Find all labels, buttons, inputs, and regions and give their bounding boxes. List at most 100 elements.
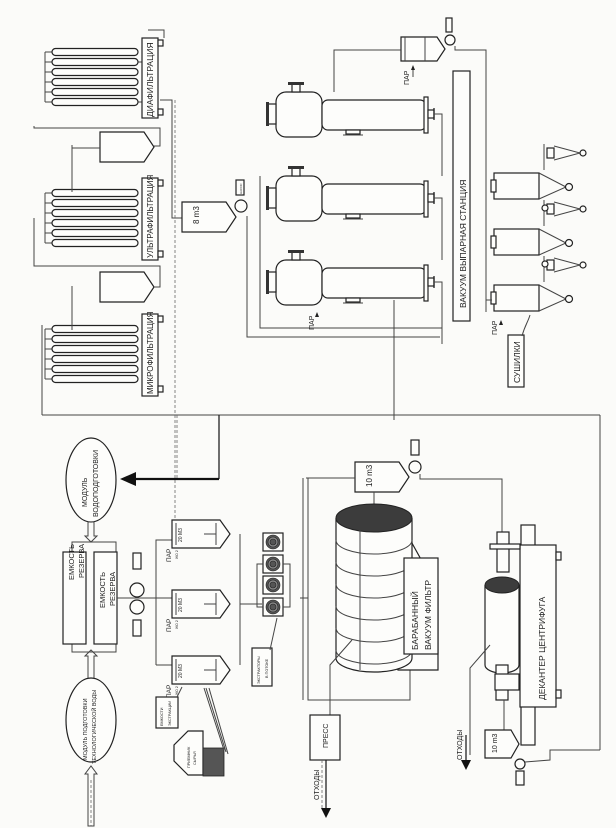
microfiltration-module: МИКРОФИЛЬТРАЦИЯ [44,311,164,397]
evaporator-heater [321,183,427,215]
raw-material-intake: ПРИЕМНИК СЫРЬЯ [173,687,229,777]
intermediate-tank-1 [71,131,155,163]
tank-10m3-bottom: 10 m3 [484,729,600,786]
evaporator-separator [275,175,323,222]
pump-evaporator [444,34,456,46]
decanter-centrifuge: ДЕКАНТЕР ЦЕНТРИФУГА ОТХОДЫ [457,524,562,770]
membrane-tube [51,364,139,374]
steam-label-evap: ПАР [309,315,316,330]
raw-intake-label-2: СЫРЬЯ [193,751,197,765]
steam-sub-label: ЖО 2 [175,620,179,629]
steam-label: ПАР [166,619,173,632]
water-treatment-module: МОДУЛЬ ВОДОПОДГОТОВКИ [65,437,117,523]
water-arrow-1 [83,521,99,543]
tank-10m3-bottom-label: 10 m3 [492,733,499,753]
pump-8m3 [234,199,248,213]
extractors-callout: ЭКСТРАКТОРЫ В ПОТОКЕ [251,617,278,687]
steam-label-top: ПАР [404,70,411,85]
ultrafiltration-manifold [141,177,159,261]
tank-8m3: 8 m3 НАСОС [181,179,440,338]
press: ПРЕСС ОТХОДЫ [309,714,341,818]
press-label: ПРЕСС [323,724,330,748]
drum-filter-label-1: БАРАБАННЫЙ [409,591,420,650]
dryer-2 [490,200,587,256]
extractors-label-2: В ПОТОКЕ [265,658,269,678]
extraction-tanks-label-2: ЭКСТРАКЦИИ [168,701,172,726]
pump-10m3-bottom [514,758,526,770]
reserve-tank-2-label-1: ЕМКОСТЬ [98,572,107,608]
membrane-tube [51,344,139,354]
process-water-module: МОДУЛЬ ПОДГОТОВКИ ТЕХНОЛОГИЧЕСКОЙ ВОДЫ [65,677,117,764]
process-water-label-2: ТЕХНОЛОГИЧЕСКОЙ ВОДЫ [90,690,98,764]
dryers-label: СУШИЛКИ [512,341,522,383]
extractor-3 [262,575,284,595]
evaporator-top-tank: ПАР [333,17,487,312]
extractor-1 [262,532,284,552]
extractor-2 [262,554,284,574]
steam-label-dryer: ПАР [492,320,499,335]
dryer-chamber [493,284,540,312]
intermediate-tank-2 [99,271,155,303]
pump-10m3-top [408,460,422,474]
water-module-label-1: МОДУЛЬ [82,477,89,507]
evaporator-3 [266,250,443,344]
vacuum-evaporation-station: ВАКУУМ ВЫПАРНАЯ СТАНЦИЯ [452,70,471,322]
drum-vacuum-filter: БАРАБАННЫЙ ВАКУУМ ФИЛЬТР [329,503,439,720]
reserve-tanks: ЕМКОСТЬ РЕЗЕРВА ЕМКОСТЬ РЕЗЕРВА [62,541,118,653]
inlet-arrow [84,765,98,827]
membrane-tube [51,57,139,67]
vacuum-evaporators: ПАР [259,82,443,420]
extractor-4 [262,597,284,617]
arrow-to-water-module [120,472,136,486]
microfiltration-manifold [141,313,159,397]
extractors-label-1: ЭКСТРАКТОРЫ [257,656,261,684]
evaporator-heater [321,267,427,299]
evaporator-separator [275,259,323,306]
vacuum-station-label: ВАКУУМ ВЫПАРНАЯ СТАНЦИЯ [458,180,468,308]
dryer-chamber [493,172,540,200]
membrane-tube [51,67,139,77]
reserve-tank-1-label-1: ЕМКОСТЬ [67,544,76,580]
steam-label: ПАР [166,549,173,562]
reserve-tank-2-label-2: РЕЗЕРВА [108,572,117,606]
pump-pair [117,539,193,666]
evaporator-return [259,176,442,329]
cyclone [546,147,555,159]
membrane-tube [51,47,139,57]
evaporator-separator [275,91,323,138]
membrane-tube [51,208,139,218]
dryer-chamber [493,228,540,256]
raw-intake-label-1: ПРИЕМНИК [187,746,191,768]
membrane-tube [51,188,139,198]
membrane-tube [51,354,139,364]
steam-sub-label: ЖО 2 [175,550,179,559]
steam-sub-label: ЖО 2 [175,686,179,695]
tank-8m3-label: 8 m3 [192,206,201,224]
inline-extractors [256,532,291,617]
waste-label-decanter: ОТХОДЫ [457,730,464,760]
membrane-tube [51,198,139,208]
dryers [485,144,587,312]
diafiltration-label: ДИАФИЛЬТРАЦИЯ [145,42,155,117]
membrane-tube [51,334,139,344]
extraction-tanks-label-1: ЕМКОСТИ [160,707,164,726]
ultrafiltration-label: УЛЬТРАФИЛЬТРАЦИЯ [146,175,155,258]
membrane-tube [51,97,139,107]
evaporator-2 [266,166,443,260]
membrane-tube [51,228,139,238]
dryers-callout: СУШИЛКИ ПАР [492,314,531,388]
membrane-tube [51,218,139,228]
water-arrow-2 [83,649,99,683]
extraction-tank-volume: 20 М3 [178,598,184,612]
diafiltration-module: ДИАФИЛЬТРАЦИЯ [44,37,164,119]
reserve-tank-1-label-2: РЕЗЕРВА [77,544,86,578]
ultrafiltration-module: УЛЬТРАФИЛЬТРАЦИЯ [44,175,164,261]
membrane-tube [51,77,139,87]
extraction-tank-volume: 20 М3 [178,528,184,542]
membrane-tube [51,324,139,334]
dryer-3 [490,256,587,312]
extraction-tanks-callout: ЕМКОСТИ ЭКСТРАКЦИИ [155,686,183,729]
water-module-label-2: ВОДОПОДГОТОВКИ [93,450,100,517]
process-water-label-1: МОДУЛЬ ПОДГОТОВКИ [83,698,89,760]
